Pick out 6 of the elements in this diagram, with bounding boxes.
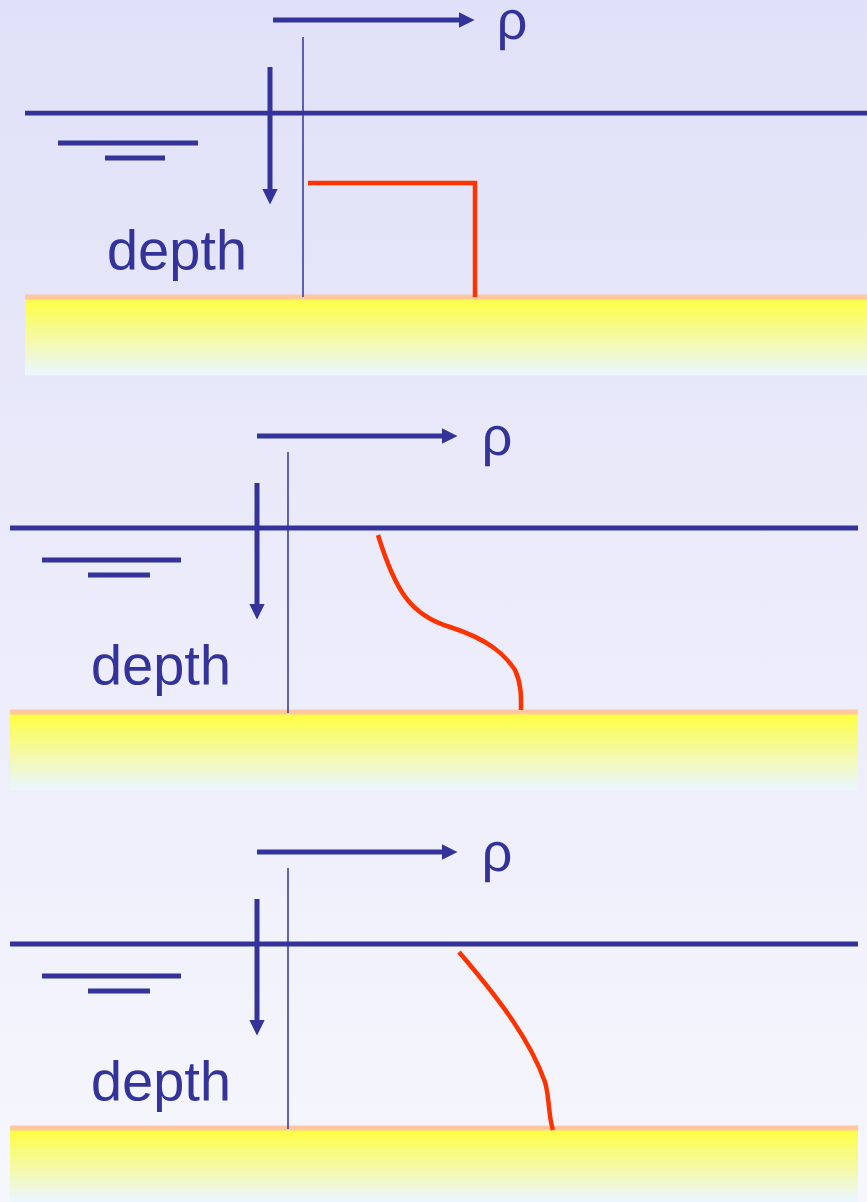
axis-label: depth xyxy=(93,1059,228,1113)
axis-label: ρ xyxy=(500,9,526,51)
axis-label: ρ xyxy=(485,841,511,883)
axis-label: ρ xyxy=(485,425,511,467)
axis-label: depth xyxy=(109,228,244,282)
axis-label: depth xyxy=(93,643,228,697)
